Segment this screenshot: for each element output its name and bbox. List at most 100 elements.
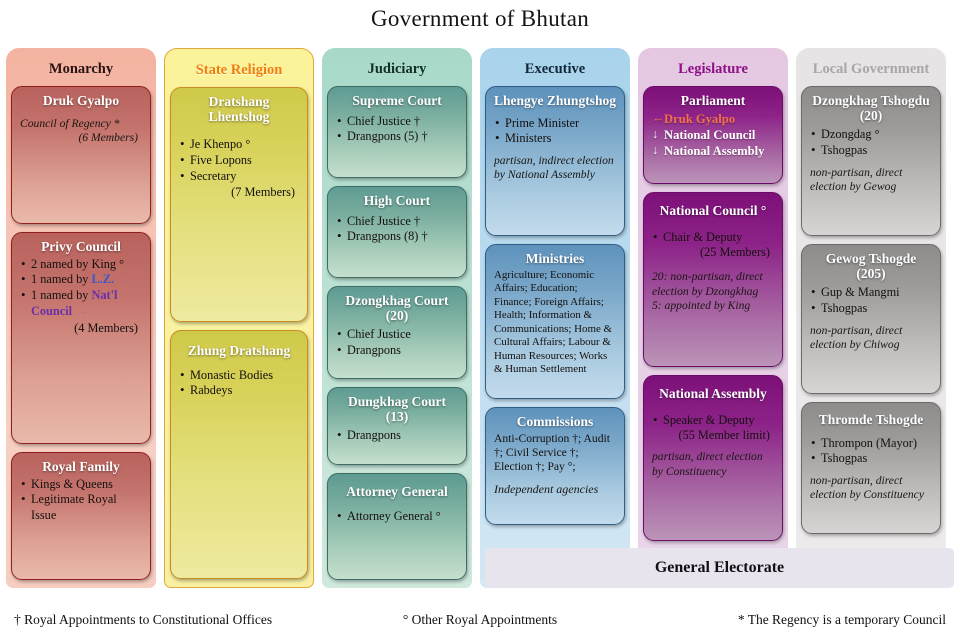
card-title: National Council ° — [659, 202, 767, 218]
card-supreme-court[interactable]: Supreme Court Chief Justice † Drangpons … — [327, 85, 467, 178]
page-title: Government of Bhutan — [370, 6, 590, 31]
column-body-state-religion: Dratshang Lhentshog Je Khenpo ° Five Lop… — [170, 86, 308, 579]
column-container: Monarchy Druk Gyalpo Council of Regency … — [6, 48, 954, 588]
footnote-degree: ° Other Royal Appointments — [402, 612, 558, 627]
card-dratshang-lhentshog[interactable]: Dratshang Lhentshog Je Khenpo ° Five Lop… — [170, 86, 308, 322]
list-item: Legitimate Royal Issue — [20, 491, 142, 523]
card-title: Attorney General — [346, 483, 448, 499]
arrow-down-icon: ↓ — [652, 142, 659, 157]
card-high-court[interactable]: High Court Chief Justice † Drangpons (8)… — [327, 185, 467, 278]
footnote-dagger: † Royal Appointments to Constitutional O… — [14, 612, 273, 627]
list-item: Tshogpas — [810, 450, 932, 467]
card-title: Commissions — [516, 413, 594, 429]
card-title: Zhung Dratshang — [187, 342, 291, 358]
card-attorney-general[interactable]: Attorney General Attorney General ° — [327, 472, 467, 580]
list-item: 1 named by L.Z. → — [20, 271, 142, 288]
list-item: Chair & Deputy — [652, 229, 774, 246]
card-national-assembly[interactable]: National Assembly Speaker & Deputy (55 M… — [643, 374, 783, 541]
card-privy-council[interactable]: Privy Council 2 named by King ° 1 named … — [11, 231, 151, 444]
column-body-local-government: Dzongkhag Tshogdu (20) Dzongdag ° Tshogp… — [801, 85, 941, 541]
list-item: Kings & Queens — [20, 476, 142, 493]
lhengye-list: Prime Minister Ministers — [494, 115, 616, 147]
ministries-text: Agriculture; Economic Affairs; Education… — [494, 268, 612, 376]
dratshang-members: (7 Members) — [231, 185, 295, 200]
list-item: Je Khenpo ° — [179, 136, 299, 153]
column-header-executive: Executive — [524, 61, 586, 77]
list-item: Tshogpas — [810, 300, 932, 317]
lz-link[interactable]: L.Z. — [91, 272, 115, 287]
high-court-list: Chief Justice † Drangpons (8) † — [336, 213, 458, 245]
column-executive: Executive Lhengye Zhungtshog Prime Minis… — [480, 48, 630, 588]
parliament-row-label: National Assembly — [664, 143, 765, 158]
footnote-asterisk: * The Regency is a temporary Council — [737, 612, 947, 627]
national-assembly-note: partisan, direct election by Constituenc… — [652, 450, 763, 478]
card-title: Dzongkhag Tshogdu (20) — [812, 92, 930, 124]
card-title: Dzongkhag Court (20) — [345, 292, 449, 324]
parliament-row-druk-gyalpo[interactable]: ← Druk Gyalpo — [652, 111, 774, 127]
parliament-row-national-assembly[interactable]: ↓ National Assembly — [652, 143, 774, 159]
card-dzongkhag-tshogdu[interactable]: Dzongkhag Tshogdu (20) Dzongdag ° Tshogp… — [801, 85, 941, 236]
commissions-text: Anti-Corruption †; Audit †; Civil Servic… — [494, 431, 610, 474]
column-monarchy: Monarchy Druk Gyalpo Council of Regency … — [6, 48, 156, 588]
gewog-tshogde-list: Gup & Mangmi Tshogpas — [810, 284, 932, 317]
natl-council-link[interactable]: Nat'l Council — [31, 288, 118, 318]
list-item: Five Lopons — [179, 152, 299, 169]
card-title: Privy Council — [41, 238, 121, 254]
dratshang-list: Je Khenpo ° Five Lopons Secretary — [179, 136, 299, 184]
card-druk-gyalpo[interactable]: Druk Gyalpo Council of Regency * (6 Memb… — [11, 85, 151, 224]
column-legislature: Legislature Parliament ← Druk Gyalpo ↓ N… — [638, 48, 788, 588]
list-item: Chief Justice † — [336, 213, 458, 230]
list-item: Drangpons (8) † — [336, 228, 458, 245]
column-local-government: Local Government Dzongkhag Tshogdu (20) … — [796, 48, 946, 588]
card-lhengye-zhungtshog[interactable]: Lhengye Zhungtshog Prime Minister Minist… — [485, 85, 625, 236]
card-parliament[interactable]: Parliament ← Druk Gyalpo ↓ National Coun… — [643, 85, 783, 184]
column-header-monarchy: Monarchy — [48, 61, 114, 77]
list-item: Attorney General ° — [336, 508, 458, 525]
column-body-executive: Lhengye Zhungtshog Prime Minister Minist… — [485, 85, 625, 541]
column-judiciary: Judiciary Supreme Court Chief Justice † … — [322, 48, 472, 588]
card-title: Ministries — [525, 250, 585, 266]
general-electorate-label: General Electorate — [654, 559, 785, 576]
royal-family-list: Kings & Queens Legitimate Royal Issue — [20, 476, 142, 524]
parliament-row-national-council[interactable]: ↓ National Council — [652, 127, 774, 143]
card-title: Thromde Tshogde — [818, 411, 924, 427]
card-title: Supreme Court — [352, 92, 442, 108]
privy-members: (4 Members) — [74, 321, 138, 336]
list-item: Drangpons — [336, 427, 458, 444]
card-title: National Assembly — [659, 385, 767, 401]
national-council-members: (25 Members) — [699, 245, 770, 260]
card-ministries[interactable]: Ministries Agriculture; Economic Affairs… — [485, 243, 625, 399]
card-dungkhag-court[interactable]: Dungkhag Court (13) Drangpons — [327, 386, 467, 465]
national-council-note: 20: non-partisan, direct election by Dzo… — [652, 270, 763, 312]
card-national-council[interactable]: National Council ° Chair & Deputy (25 Me… — [643, 191, 783, 367]
card-title: Dungkhag Court (13) — [348, 393, 446, 425]
card-royal-family[interactable]: Royal Family Kings & Queens Legitimate R… — [11, 451, 151, 580]
privy-council-list: 2 named by King ° 1 named by L.Z. → 1 na… — [20, 256, 142, 319]
column-header-legislature: Legislature — [678, 61, 748, 77]
card-zhung-dratshang[interactable]: Zhung Dratshang Monastic Bodies Rabdeys — [170, 329, 308, 579]
card-gewog-tshogde[interactable]: Gewog Tshogde (205) Gup & Mangmi Tshogpa… — [801, 243, 941, 394]
dzongkhag-tshogdu-note: non-partisan, direct election by Gewog — [810, 165, 903, 193]
card-commissions[interactable]: Commissions Anti-Corruption †; Audit †; … — [485, 406, 625, 525]
thromde-tshogde-note: non-partisan, direct election by Constit… — [810, 473, 924, 501]
attorney-general-list: Attorney General ° — [336, 508, 458, 525]
arrow-down-icon: ↓ — [652, 126, 659, 141]
card-dzongkhag-court[interactable]: Dzongkhag Court (20) Chief Justice Drang… — [327, 285, 467, 379]
card-thromde-tshogde[interactable]: Thromde Tshogde Thrompon (Mayor) Tshogpa… — [801, 401, 941, 534]
card-title: Dratshang Lhentshog — [208, 93, 270, 125]
list-item: Prime Minister — [494, 115, 616, 132]
regency-members: (6 Members) — [78, 130, 138, 144]
general-electorate-banner: General Electorate — [485, 548, 954, 588]
card-title: Druk Gyalpo — [42, 92, 120, 108]
list-item: Monastic Bodies — [179, 367, 299, 384]
list-item: Ministers — [494, 130, 616, 147]
arrow-icon: → — [75, 303, 88, 318]
column-header-judiciary: Judiciary — [367, 61, 427, 77]
list-item: 1 named by Nat'l Council → — [20, 287, 142, 319]
list-item: 2 named by King ° — [20, 256, 142, 273]
card-title: Parliament — [680, 92, 746, 108]
list-item: Gup & Mangmi — [810, 284, 932, 301]
national-council-list: Chair & Deputy — [652, 229, 774, 246]
list-item: Chief Justice † — [336, 113, 458, 130]
list-item: Speaker & Deputy — [652, 412, 774, 429]
